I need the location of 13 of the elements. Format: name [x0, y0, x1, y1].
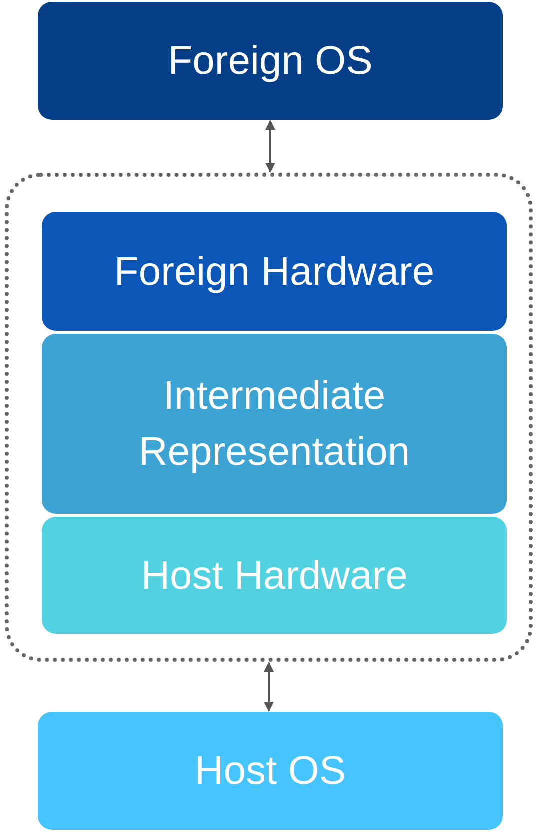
dotted-group-frame — [5, 173, 533, 662]
layer-label: Host Hardware — [140, 552, 409, 600]
arrow — [266, 120, 276, 173]
arrow — [264, 662, 274, 712]
layer-box — [38, 712, 503, 830]
layer-label: Foreign OS — [167, 38, 374, 85]
layer-box — [42, 334, 507, 514]
layer-label: Foreign Hardware — [113, 248, 436, 296]
layer-box — [42, 517, 507, 634]
layer-box — [38, 2, 503, 120]
layer-label: Intermediate Representation — [138, 373, 412, 476]
layer-label: Host OS — [194, 748, 348, 795]
layer-box — [42, 212, 507, 331]
